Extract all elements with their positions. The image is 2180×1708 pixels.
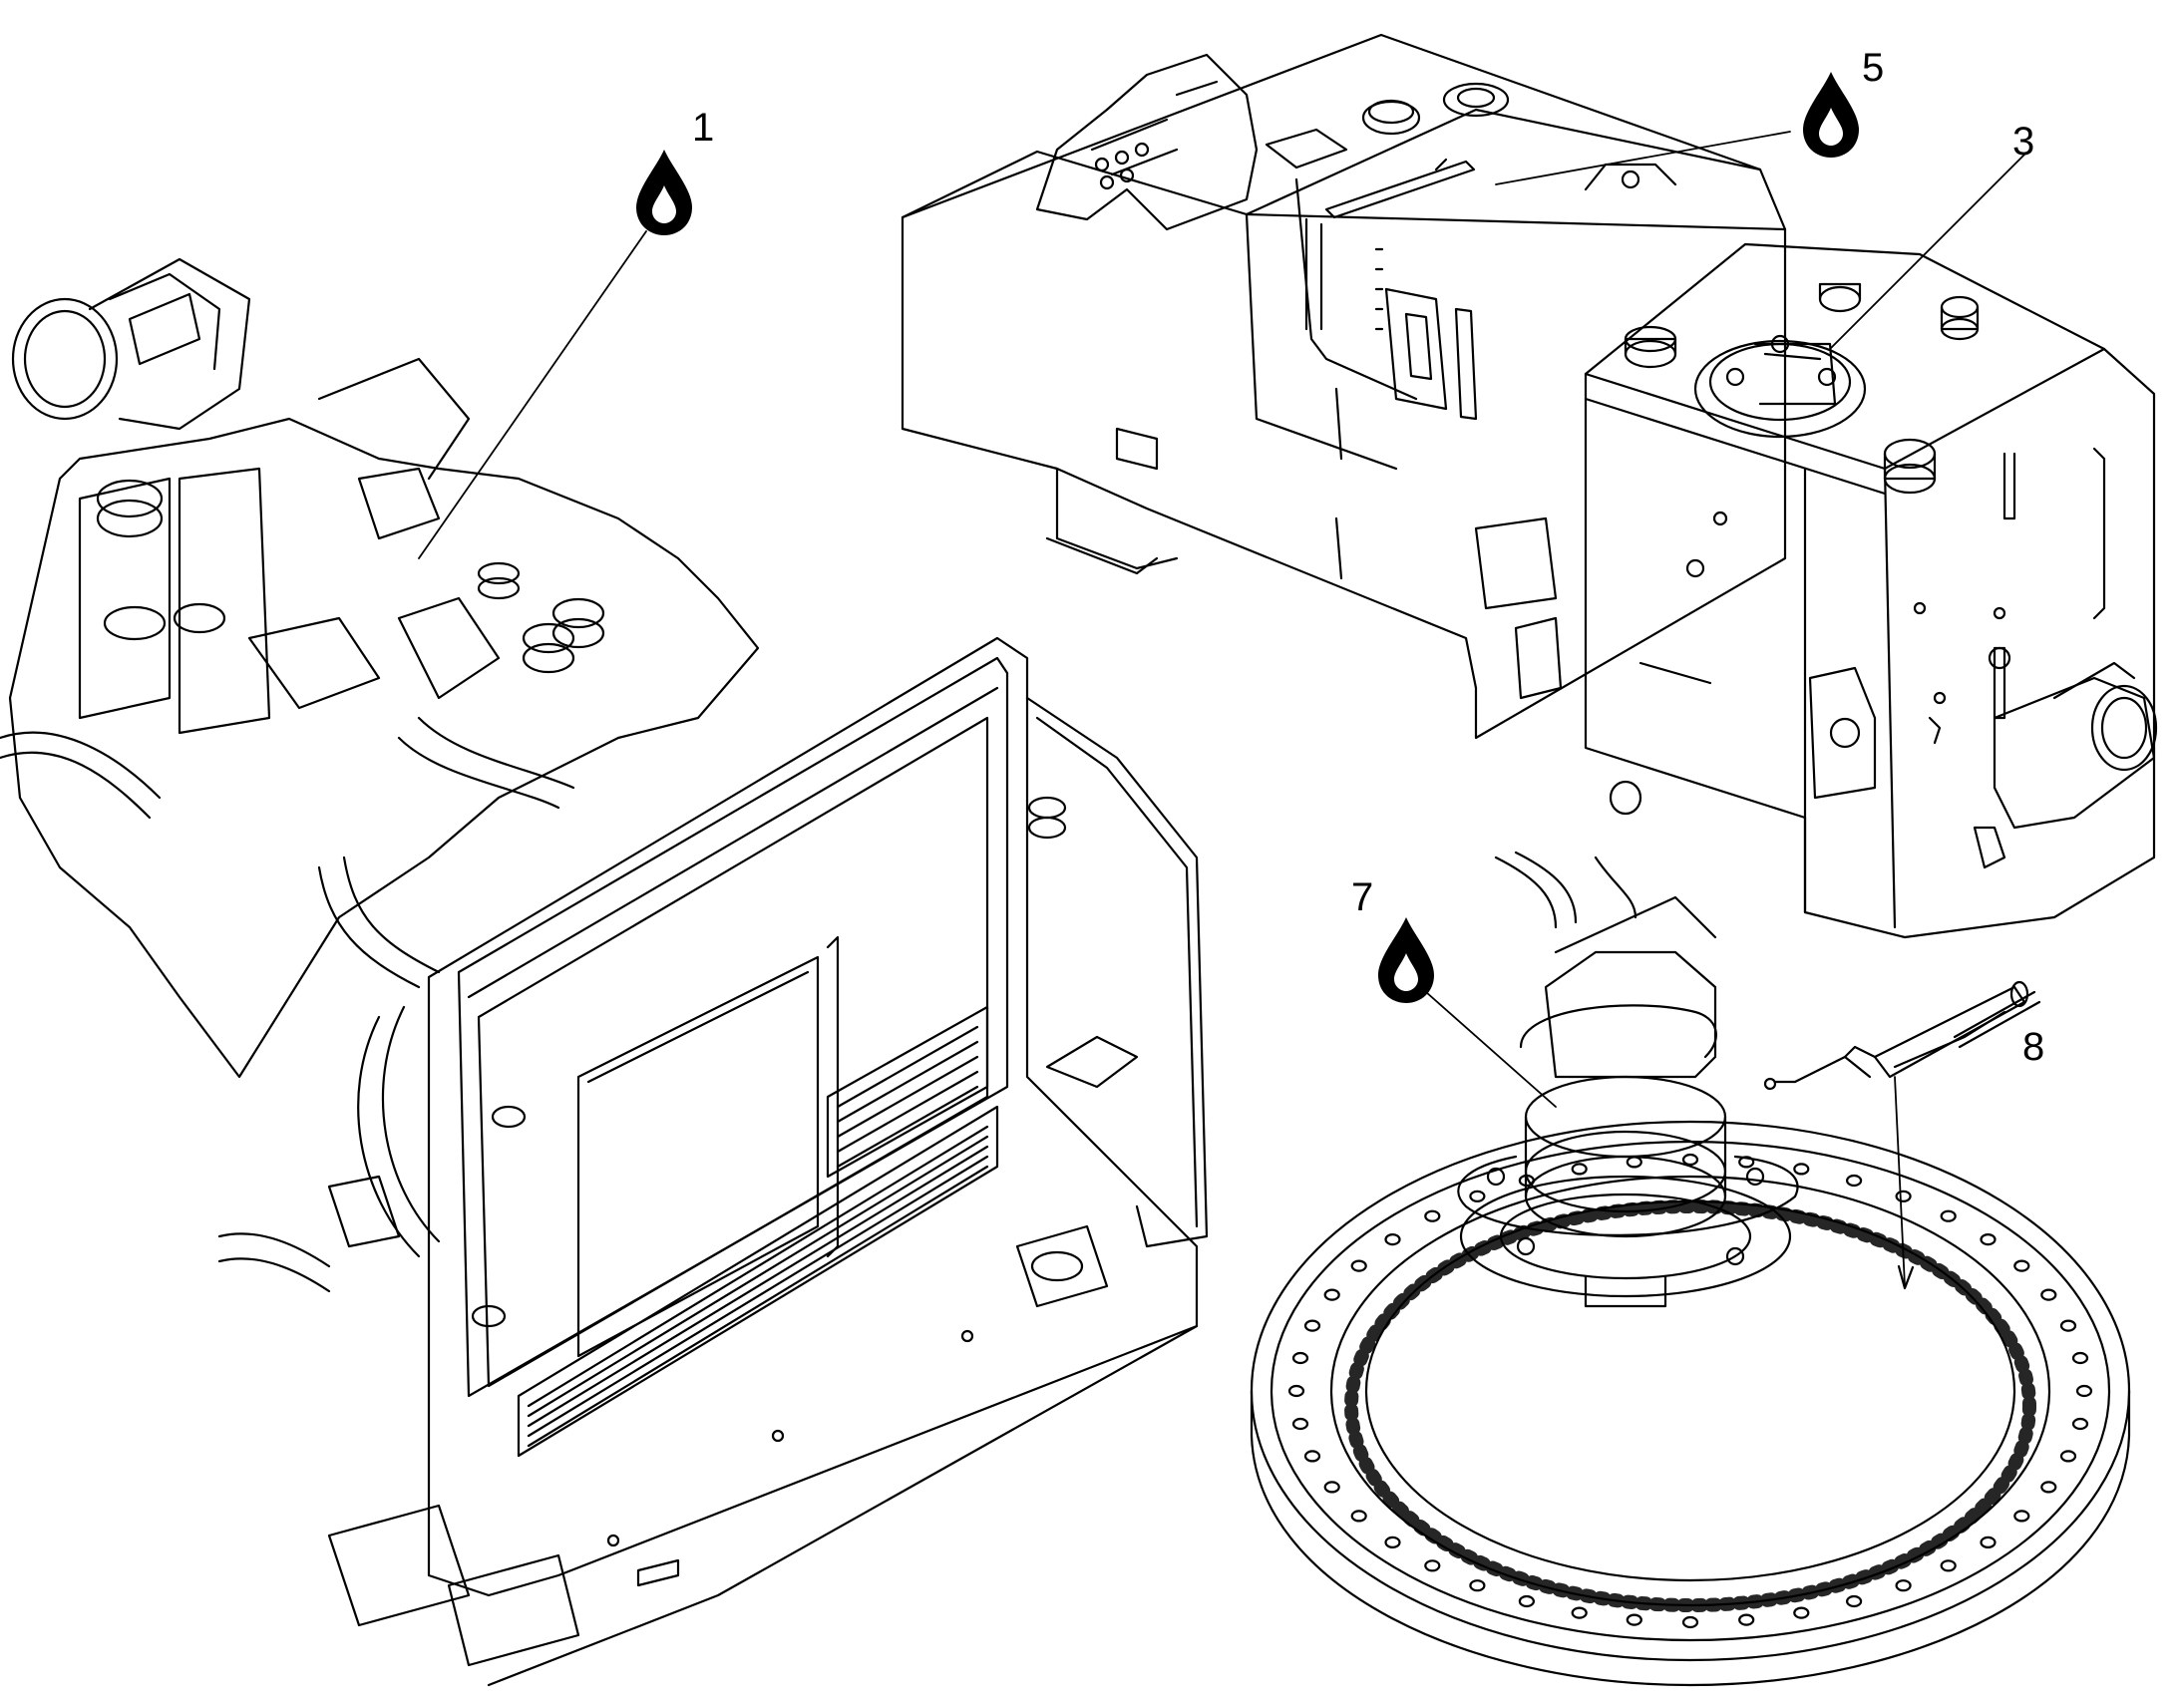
bolt-hole <box>1350 1259 1367 1272</box>
bolt-hole <box>1626 1613 1642 1626</box>
bolt-hole <box>1291 1417 1309 1431</box>
slewing-ring-drawing <box>1250 1120 2131 1687</box>
bolt-hole <box>1518 1594 1536 1608</box>
bolt-hole <box>2013 1259 2030 1272</box>
bolt-hole <box>1424 1209 1441 1222</box>
bolt-hole <box>1571 1606 1588 1619</box>
bolt-hole <box>1350 1510 1367 1523</box>
callout-7: 7 <box>1351 875 1374 919</box>
bolt-hole <box>2071 1417 2089 1431</box>
bolt-hole <box>2040 1481 2057 1494</box>
bolt-hole <box>1845 1174 1863 1188</box>
callout-8: 8 <box>2022 1025 2045 1069</box>
bolt-hole <box>1291 1351 1309 1365</box>
bolt-hole <box>1940 1559 1957 1572</box>
bolt-hole <box>1303 1450 1321 1463</box>
bolt-hole <box>2013 1510 2030 1523</box>
callout-3: 3 <box>2012 120 2035 164</box>
bolt-hole <box>1895 1190 1912 1202</box>
bolt-hole <box>1518 1174 1536 1188</box>
bolt-hole <box>2059 1450 2077 1463</box>
oil-drop-icon <box>1378 917 1434 1003</box>
bolt-hole <box>1626 1156 1642 1169</box>
bolt-hole <box>1895 1579 1912 1592</box>
bolt-hole <box>2040 1288 2057 1301</box>
bolt-hole <box>1738 1613 1755 1626</box>
bolt-hole <box>1681 1153 1699 1167</box>
bolt-hole <box>1738 1156 1755 1169</box>
leader-line-7 <box>1425 991 1557 1108</box>
callout-1: 1 <box>692 106 715 150</box>
bolt-hole <box>1384 1232 1401 1246</box>
bolt-hole <box>1940 1209 1957 1222</box>
slewing-ring-bolt-holes <box>1287 1153 2093 1629</box>
bolt-hole <box>1287 1384 1305 1398</box>
bolt-hole <box>1681 1615 1699 1629</box>
bolt-hole <box>1384 1536 1401 1549</box>
bolt-hole <box>1793 1606 1810 1619</box>
oil-drop-icon <box>1803 72 1859 158</box>
bolt-hole <box>2071 1351 2089 1365</box>
bolt-hole <box>1980 1536 1997 1549</box>
bolt-hole <box>1323 1481 1340 1494</box>
leader-line-1 <box>418 230 647 559</box>
bolt-hole <box>1793 1163 1810 1176</box>
bolt-hole <box>1571 1163 1588 1176</box>
leader-arrowhead-8 <box>1897 1264 1915 1290</box>
grease-gun-drawing <box>1763 980 2041 1091</box>
engine-radiator-drawing <box>0 257 1209 1687</box>
leader-line-3 <box>1829 154 2025 350</box>
bolt-hole <box>2075 1384 2093 1398</box>
bolt-hole <box>1303 1319 1321 1332</box>
leader-line-5 <box>1495 131 1791 185</box>
callout-5: 5 <box>1862 46 1885 90</box>
oil-drop-icon <box>636 150 692 235</box>
bolt-hole <box>1980 1232 1997 1246</box>
leader-lines <box>418 131 2025 1290</box>
leader-line-8 <box>1894 1076 1906 1287</box>
fuel-tank-drawing <box>901 33 1787 740</box>
bolt-hole <box>1845 1594 1863 1608</box>
bolt-hole <box>1469 1579 1486 1592</box>
bolt-hole <box>1469 1190 1486 1202</box>
hydraulic-tank-drawing <box>1584 242 2158 939</box>
bolt-hole <box>1424 1559 1441 1572</box>
bolt-hole <box>1323 1288 1340 1301</box>
bolt-hole <box>2059 1319 2077 1332</box>
